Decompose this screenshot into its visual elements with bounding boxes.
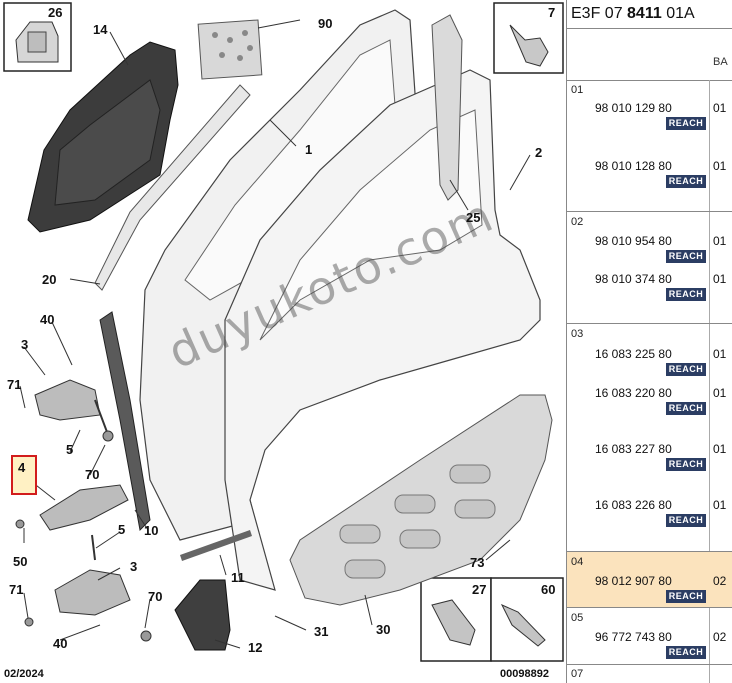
part-entry[interactable]: 98 010 128 80 01 REACH [567, 159, 732, 199]
callout-71-bottom[interactable]: 71 [9, 582, 24, 597]
callout-2[interactable]: 2 [535, 145, 543, 160]
part-entry[interactable]: 98 010 374 80 01 REACH [567, 272, 732, 312]
parts-drawing [3, 2, 564, 662]
part-reference: 98 010 128 80 [595, 159, 672, 173]
callout-60[interactable]: 60 [541, 582, 556, 597]
parts-row-05[interactable]: 05 96 772 743 80 02 REACH [567, 608, 732, 665]
header-prefix: E3F 07 [571, 5, 628, 22]
callout-27[interactable]: 27 [472, 582, 487, 597]
part-reference: 98 010 129 80 [595, 101, 672, 115]
part-entry[interactable]: 16 083 220 80 01 REACH [567, 386, 732, 426]
part-quantity: 01 [713, 498, 727, 512]
callout-26[interactable]: 26 [48, 5, 63, 20]
reach-badge: REACH [666, 458, 706, 471]
column-divider [709, 80, 710, 683]
callout-30[interactable]: 30 [376, 622, 391, 637]
part-reference: 96 772 743 80 [595, 630, 672, 644]
part-quantity: 01 [713, 272, 727, 286]
row-number: 05 [571, 612, 584, 624]
part-quantity: 01 [713, 386, 727, 400]
selected-callout-highlight [11, 455, 37, 495]
reach-badge: REACH [666, 250, 706, 263]
panel-subheader: BA [567, 28, 732, 81]
callout-5-bottom[interactable]: 5 [118, 522, 126, 537]
callout-70-top[interactable]: 70 [85, 467, 100, 482]
subheader-label: BA [713, 56, 728, 68]
part-quantity: 01 [713, 159, 727, 173]
row-number: 01 [571, 84, 584, 96]
part-reference: 16 083 225 80 [595, 347, 672, 361]
parts-row-04-selected[interactable]: 04 98 012 907 80 02 REACH [567, 552, 732, 608]
header-bold: 8411 [627, 5, 662, 22]
header-suffix: 01A [661, 5, 695, 22]
part-entry[interactable]: 96 772 743 80 02 REACH [567, 630, 732, 670]
part-quantity: 01 [713, 442, 727, 456]
reach-badge: REACH [666, 117, 706, 130]
panel-header: E3F 07 8411 01A [567, 0, 732, 29]
callout-3-top[interactable]: 3 [21, 337, 29, 352]
parts-row-07[interactable]: 07 [567, 665, 732, 683]
callout-31[interactable]: 31 [314, 624, 329, 639]
callout-71-top[interactable]: 71 [7, 377, 22, 392]
part-entry[interactable]: 16 083 226 80 01 REACH [567, 498, 732, 538]
row-number: 03 [571, 328, 584, 340]
part-reference: 16 083 220 80 [595, 386, 672, 400]
part-entry[interactable]: 16 083 227 80 01 REACH [567, 442, 732, 482]
reach-badge: REACH [666, 590, 706, 603]
part-entry[interactable]: 98 012 907 80 02 REACH [567, 574, 732, 614]
reach-badge: REACH [666, 288, 706, 301]
reach-badge: REACH [666, 646, 706, 659]
part-reference: 98 010 954 80 [595, 234, 672, 248]
callout-90[interactable]: 90 [318, 16, 333, 31]
reach-badge: REACH [666, 402, 706, 415]
callout-20[interactable]: 20 [42, 272, 57, 287]
callout-5-top[interactable]: 5 [66, 442, 74, 457]
part-quantity: 01 [713, 347, 727, 361]
part-reference: 16 083 227 80 [595, 442, 672, 456]
row-number: 04 [571, 556, 584, 568]
part-entry[interactable]: 16 083 225 80 01 REACH [567, 347, 732, 387]
exploded-diagram: duyukoto.com 26 7 27 60 14 90 1 2 25 20 … [3, 2, 564, 680]
row-number: 07 [571, 668, 584, 680]
callout-12[interactable]: 12 [248, 640, 263, 655]
parts-row-02[interactable]: 02 98 010 954 80 01 REACH 98 010 374 80 … [567, 212, 732, 324]
parts-list-panel: E3F 07 8411 01A BA 01 98 010 129 80 01 R… [566, 0, 732, 683]
callout-11[interactable]: 11 [231, 570, 245, 585]
part-entry[interactable]: 98 010 954 80 01 REACH [567, 234, 732, 274]
reach-badge: REACH [666, 363, 706, 376]
part-quantity: 01 [713, 234, 727, 248]
reach-badge: REACH [666, 175, 706, 188]
callout-1[interactable]: 1 [305, 142, 313, 157]
callout-70-bottom[interactable]: 70 [148, 589, 163, 604]
row-number: 02 [571, 216, 584, 228]
diagram-date: 02/2024 [4, 668, 44, 680]
part-entry[interactable]: 98 010 129 80 01 REACH [567, 101, 732, 141]
callout-73[interactable]: 73 [470, 555, 485, 570]
callout-50[interactable]: 50 [13, 554, 28, 569]
callout-10[interactable]: 10 [144, 523, 159, 538]
callout-40-bottom[interactable]: 40 [53, 636, 68, 651]
callout-14[interactable]: 14 [93, 22, 108, 37]
callout-3-bottom[interactable]: 3 [130, 559, 138, 574]
part-quantity: 02 [713, 574, 727, 588]
reach-badge: REACH [666, 514, 706, 527]
part-reference: 16 083 226 80 [595, 498, 672, 512]
callout-7[interactable]: 7 [548, 5, 556, 20]
callout-40-top[interactable]: 40 [40, 312, 55, 327]
part-reference: 98 012 907 80 [595, 574, 672, 588]
callout-4[interactable]: 4 [18, 460, 26, 475]
part-quantity: 02 [713, 630, 727, 644]
part-reference: 98 010 374 80 [595, 272, 672, 286]
part-quantity: 01 [713, 101, 727, 115]
diagram-reference: 00098892 [500, 668, 549, 680]
parts-row-01[interactable]: 01 98 010 129 80 01 REACH 98 010 128 80 … [567, 80, 732, 212]
parts-row-03[interactable]: 03 16 083 225 80 01 REACH 16 083 220 80 … [567, 324, 732, 552]
callout-25[interactable]: 25 [466, 210, 481, 225]
